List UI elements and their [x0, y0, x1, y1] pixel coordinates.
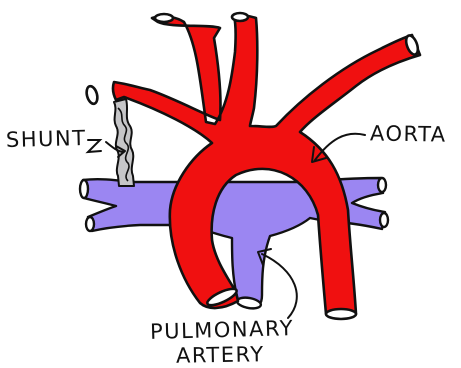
shunt-tube-body: [114, 99, 134, 186]
pulmonary-left-opening-upper: [80, 180, 88, 198]
shunt-label-z-mark: [88, 140, 101, 152]
aorta-branch-left-opening: [85, 85, 99, 105]
pulmonary-artery-label-line1: PULMONARY: [150, 318, 295, 343]
aorta-body: [113, 15, 420, 314]
aorta-descending-opening: [326, 309, 356, 319]
shunt-tube: [114, 99, 134, 186]
pulmonary-artery-label-line2: ARTERY: [176, 344, 265, 367]
pulmonary-left-opening-lower: [86, 217, 94, 231]
pulmonary-right-opening-upper: [378, 178, 386, 192]
aorta-branch-right-opening: [232, 13, 248, 21]
pulmonary-right-opening-lower: [380, 213, 388, 227]
aorta-branch-middle-opening: [155, 14, 173, 22]
shunt-label: SHUNT: [6, 128, 87, 151]
aorta-label: AORTA: [370, 123, 447, 145]
